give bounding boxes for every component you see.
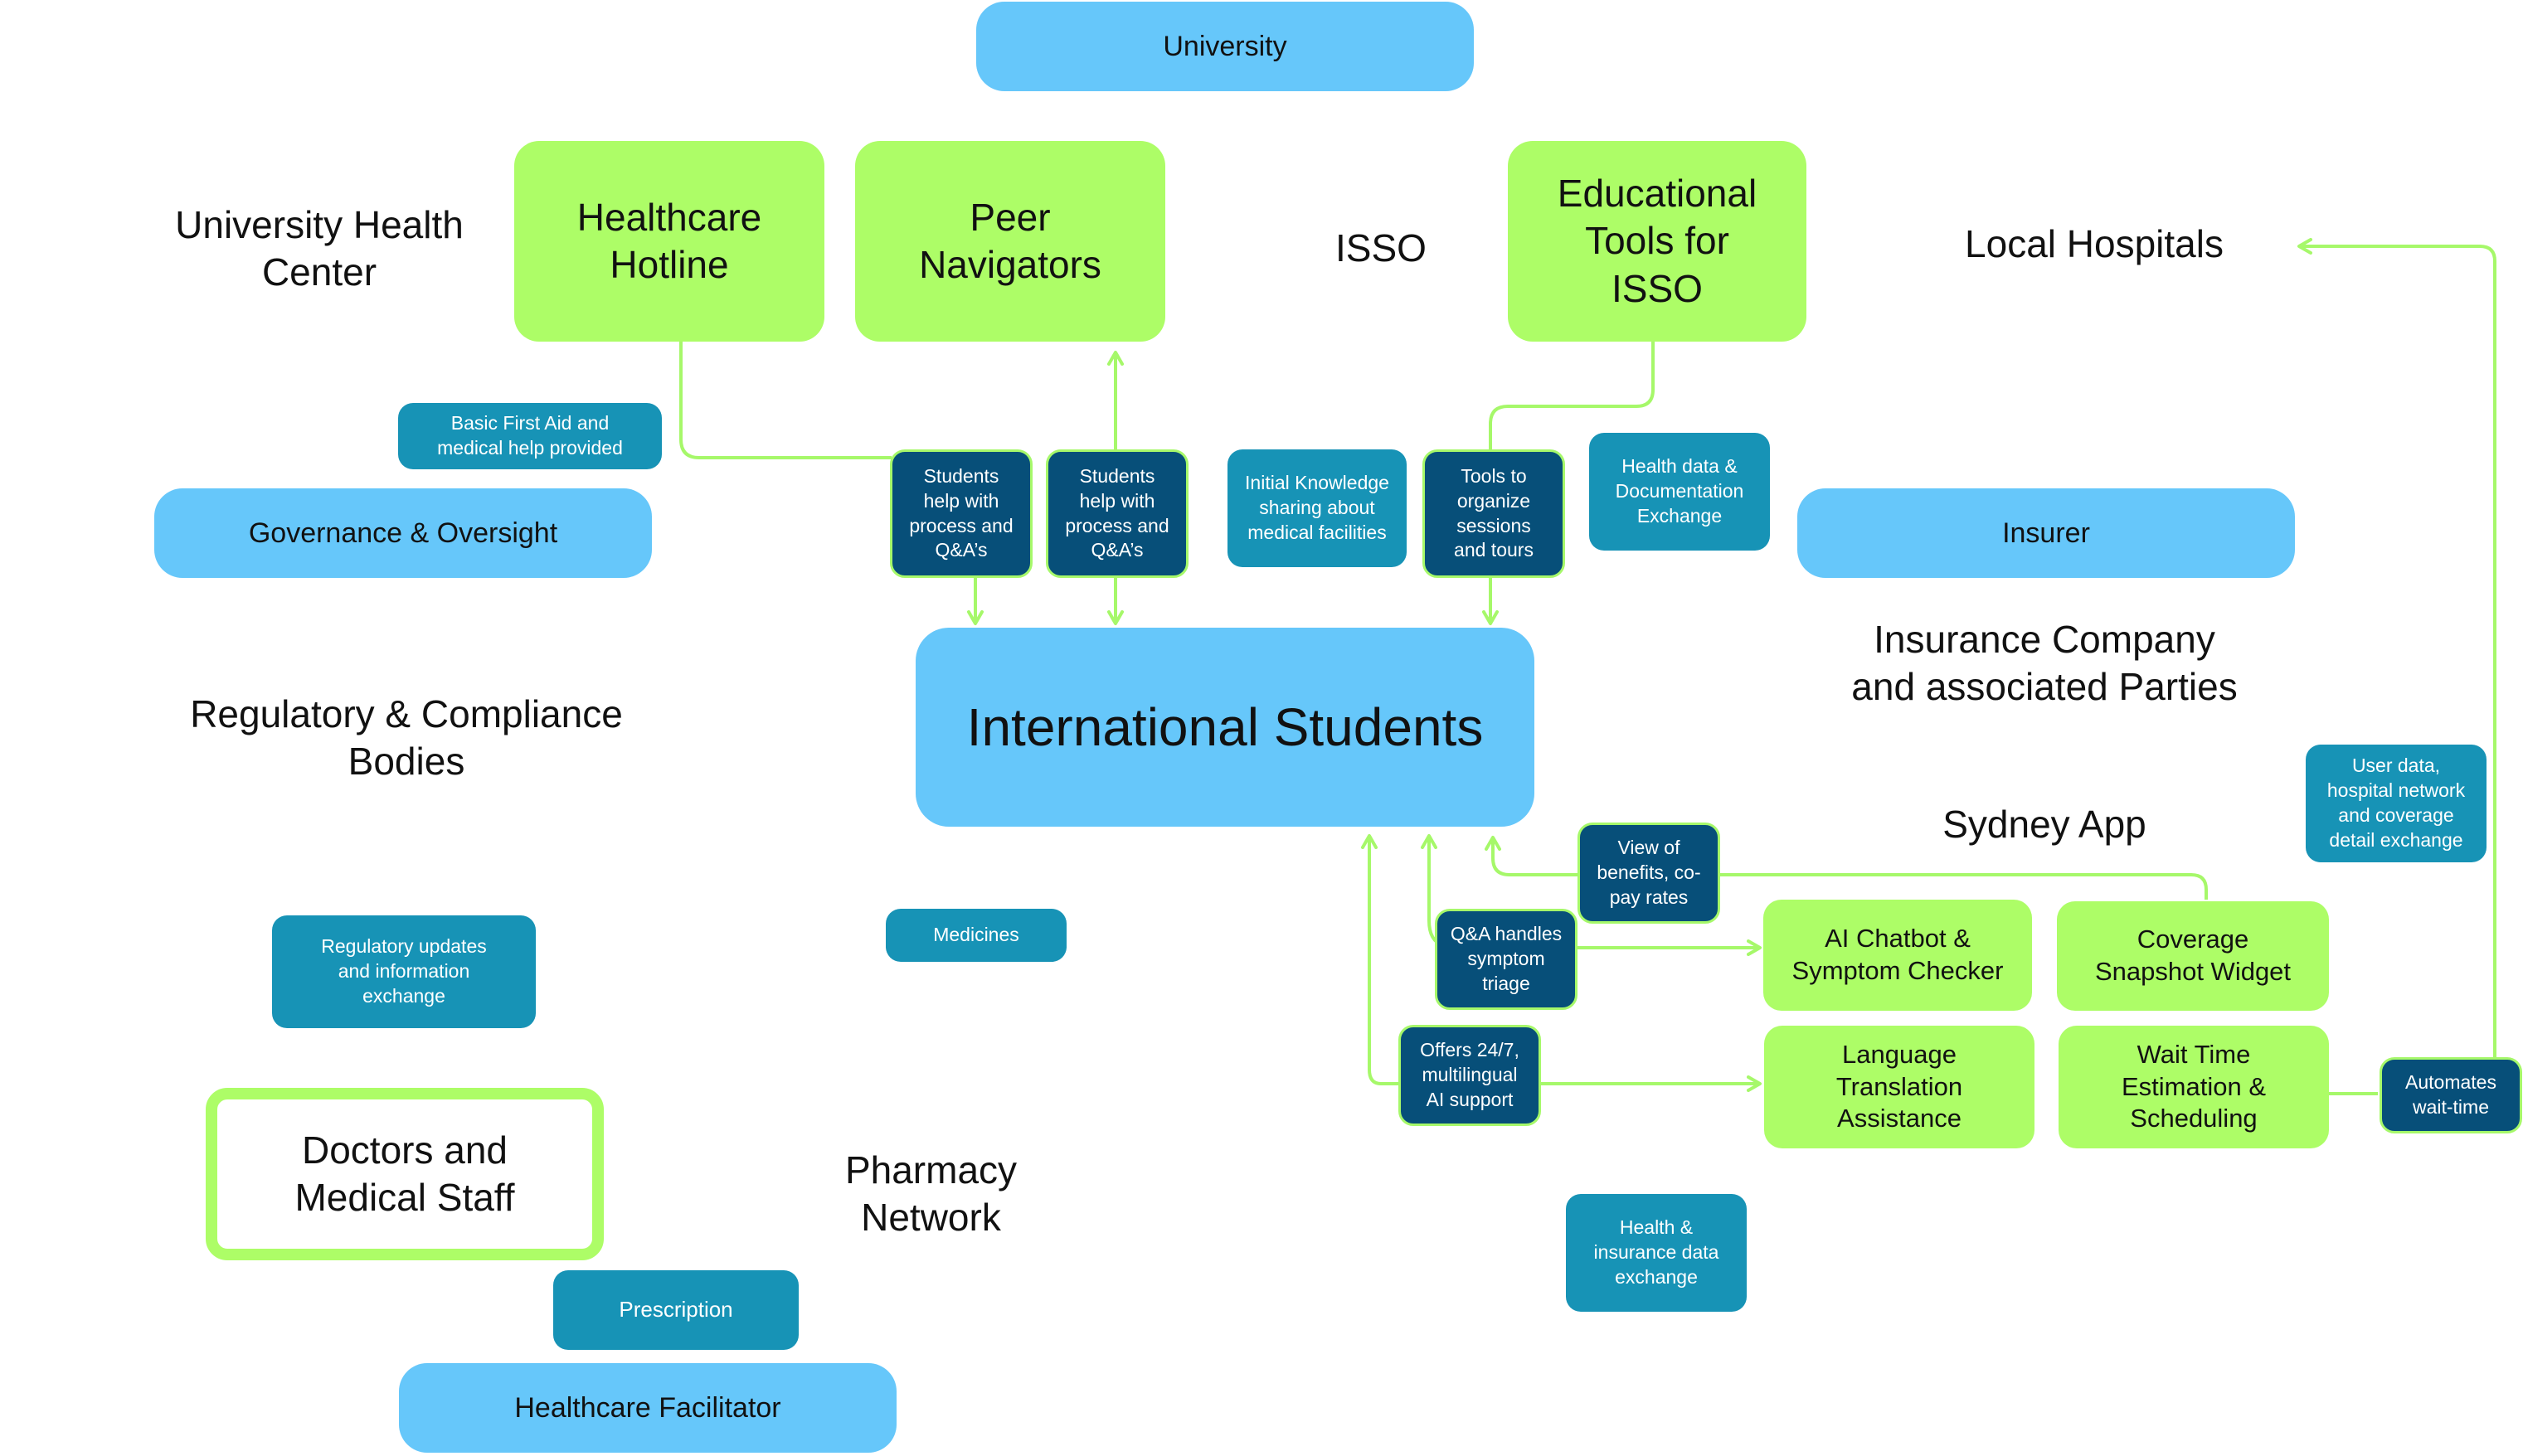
flow-qa-triage: Q&A handles symptom triage <box>1435 909 1577 1010</box>
feature-coverage-widget[interactable]: Coverage Snapshot Widget <box>2057 901 2329 1011</box>
flow-view-benefits: View of benefits, co- pay rates <box>1577 823 1720 924</box>
stakeholder-insurer[interactable]: Insurer <box>1797 488 2295 578</box>
connector-hotline-to-students-help <box>679 340 892 459</box>
stakeholder-university[interactable]: University <box>976 2 1474 91</box>
entity-pharmacy-network: Pharmacy Network <box>844 1148 1018 1240</box>
exchange-prescription: Prescription <box>553 1270 799 1350</box>
feature-ai-chatbot[interactable]: AI Chatbot & Symptom Checker <box>1763 900 2032 1011</box>
feature-language-translation[interactable]: Language Translation Assistance <box>1764 1026 2034 1148</box>
entity-university-health-center: University Health Center <box>175 202 464 294</box>
feature-wait-time[interactable]: Wait Time Estimation & Scheduling <box>2059 1026 2329 1148</box>
flow-automates-wait: Automates wait-time <box>2380 1057 2522 1133</box>
connector-edu-tools-to-organize <box>1489 342 1655 449</box>
exchange-first-aid: Basic First Aid and medical help provide… <box>398 403 662 469</box>
entity-sydney-app: Sydney App <box>1942 803 2146 847</box>
exchange-user-data: User data, hospital network and coverage… <box>2306 745 2487 862</box>
connector-automates-to-hospitals <box>2297 238 2496 1057</box>
entity-local-hospitals: Local Hospitals <box>1965 222 2224 266</box>
service-educational-tools[interactable]: Educational Tools for ISSO <box>1508 141 1806 342</box>
service-healthcare-hotline[interactable]: Healthcare Hotline <box>514 141 824 342</box>
connector-offers-to-students <box>1361 834 1400 1085</box>
stakeholder-governance[interactable]: Governance & Oversight <box>154 488 652 578</box>
exchange-health-documentation: Health data & Documentation Exchange <box>1589 433 1770 551</box>
flow-students-help-1: Students help with process and Q&A’s <box>890 449 1033 578</box>
entity-regulatory-bodies: Regulatory & Compliance Bodies <box>190 692 623 784</box>
entity-doctors-medical-staff[interactable]: Doctors and Medical Staff <box>206 1088 604 1260</box>
exchange-health-insurance-data: Health & insurance data exchange <box>1566 1194 1747 1312</box>
stakeholder-international-students[interactable]: International Students <box>916 628 1534 827</box>
flow-offers-support: Offers 24/7, multilingual AI support <box>1398 1025 1541 1126</box>
service-peer-navigators[interactable]: Peer Navigators <box>855 141 1165 342</box>
exchange-initial-knowledge: Initial Knowledge sharing about medical … <box>1227 449 1407 567</box>
flow-tools-organize: Tools to organize sessions and tours <box>1422 449 1565 578</box>
flow-students-help-2: Students help with process and Q&A’s <box>1046 449 1189 578</box>
exchange-medicines: Medicines <box>886 909 1067 962</box>
entity-isso: ISSO <box>1335 226 1427 270</box>
exchange-regulatory-updates: Regulatory updates and information excha… <box>272 915 536 1028</box>
connector-coverage-to-students <box>1485 836 2208 900</box>
stakeholder-healthcare-facilitator[interactable]: Healthcare Facilitator <box>399 1363 897 1453</box>
entity-insurance-company: Insurance Company and associated Parties <box>1851 617 2238 709</box>
